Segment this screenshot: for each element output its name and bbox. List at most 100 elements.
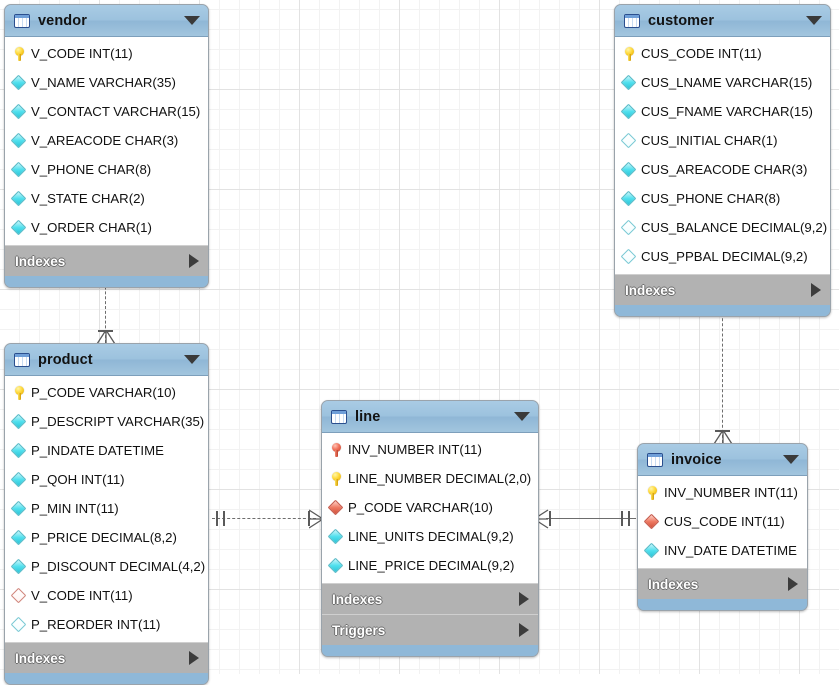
column-row[interactable]: V_STATE CHAR(2) xyxy=(5,184,208,213)
chevron-down-icon[interactable] xyxy=(184,16,200,25)
cardinality-one-tick xyxy=(621,511,623,526)
column-row[interactable]: LINE_NUMBER DECIMAL(2,0) xyxy=(322,464,538,493)
chevron-right-icon[interactable] xyxy=(788,577,798,591)
column-label: CUS_AREACODE CHAR(3) xyxy=(641,161,808,177)
table-header-vendor[interactable]: vendor xyxy=(5,5,208,37)
column-list: CUS_CODE INT(11)CUS_LNAME VARCHAR(15)CUS… xyxy=(615,37,830,274)
column-row[interactable]: CUS_FNAME VARCHAR(15) xyxy=(615,97,830,126)
foreign-key-icon xyxy=(646,514,659,530)
table-name: product xyxy=(38,351,93,368)
chevron-down-icon[interactable] xyxy=(514,412,530,421)
column-notnull-icon xyxy=(13,414,26,430)
chevron-right-icon[interactable] xyxy=(189,254,199,268)
column-row[interactable]: P_PRICE DECIMAL(8,2) xyxy=(5,523,208,552)
column-row[interactable]: CUS_CODE INT(11) xyxy=(615,39,830,68)
column-notnull-icon xyxy=(623,104,636,120)
column-row[interactable]: P_QOH INT(11) xyxy=(5,465,208,494)
column-label: V_NAME VARCHAR(35) xyxy=(31,74,176,90)
column-notnull-icon xyxy=(646,543,659,559)
column-notnull-icon xyxy=(13,501,26,517)
section-bar-indexes[interactable]: Indexes xyxy=(5,245,208,276)
column-notnull-icon xyxy=(13,104,26,120)
column-nullable-icon xyxy=(623,133,636,149)
column-row[interactable]: INV_NUMBER INT(11) xyxy=(638,478,807,507)
column-row[interactable]: LINE_UNITS DECIMAL(9,2) xyxy=(322,522,538,551)
table-header-customer[interactable]: customer xyxy=(615,5,830,37)
column-label: V_PHONE CHAR(8) xyxy=(31,161,152,177)
column-notnull-icon xyxy=(623,162,636,178)
column-row[interactable]: CUS_CODE INT(11) xyxy=(638,507,807,536)
table-footer xyxy=(5,276,208,287)
chevron-down-icon[interactable] xyxy=(783,455,799,464)
table-icon xyxy=(331,409,347,424)
column-label: CUS_CODE INT(11) xyxy=(641,45,762,61)
column-label: CUS_BALANCE DECIMAL(9,2) xyxy=(641,219,828,235)
column-notnull-icon xyxy=(623,75,636,91)
column-row[interactable]: V_ORDER CHAR(1) xyxy=(5,213,208,242)
column-row[interactable]: V_CODE INT(11) xyxy=(5,581,208,610)
table-name: line xyxy=(355,408,381,425)
chevron-right-icon[interactable] xyxy=(811,283,821,297)
column-label: V_STATE CHAR(2) xyxy=(31,190,145,206)
column-row[interactable]: CUS_AREACODE CHAR(3) xyxy=(615,155,830,184)
chevron-right-icon[interactable] xyxy=(189,651,199,665)
chevron-right-icon[interactable] xyxy=(519,592,529,606)
column-row[interactable]: INV_NUMBER INT(11) xyxy=(322,435,538,464)
column-row[interactable]: CUS_LNAME VARCHAR(15) xyxy=(615,68,830,97)
section-label: Indexes xyxy=(332,591,383,607)
chevron-down-icon[interactable] xyxy=(806,16,822,25)
column-row[interactable]: V_NAME VARCHAR(35) xyxy=(5,68,208,97)
column-row[interactable]: CUS_INITIAL CHAR(1) xyxy=(615,126,830,155)
foreign-key-nullable-icon xyxy=(13,588,26,604)
section-bar-indexes[interactable]: Indexes xyxy=(322,583,538,614)
column-row[interactable]: CUS_PHONE CHAR(8) xyxy=(615,184,830,213)
column-row[interactable]: INV_DATE DATETIME xyxy=(638,536,807,565)
column-row[interactable]: CUS_BALANCE DECIMAL(9,2) xyxy=(615,213,830,242)
column-row[interactable]: P_REORDER INT(11) xyxy=(5,610,208,639)
column-label: V_AREACODE CHAR(3) xyxy=(31,132,179,148)
section-bar-indexes[interactable]: Indexes xyxy=(615,274,830,305)
table-icon xyxy=(14,352,30,367)
section-label: Indexes xyxy=(625,282,676,298)
column-row[interactable]: V_CONTACT VARCHAR(15) xyxy=(5,97,208,126)
table-footer xyxy=(5,673,208,684)
table-name: customer xyxy=(648,12,715,29)
column-row[interactable]: CUS_PPBAL DECIMAL(9,2) xyxy=(615,242,830,271)
table-header-invoice[interactable]: invoice xyxy=(638,444,807,476)
chevron-right-icon[interactable] xyxy=(519,623,529,637)
column-row[interactable]: P_MIN INT(11) xyxy=(5,494,208,523)
column-row[interactable]: P_DISCOUNT DECIMAL(4,2) xyxy=(5,552,208,581)
section-bar-triggers[interactable]: Triggers xyxy=(322,614,538,645)
cardinality-one-tick xyxy=(628,511,630,526)
table-name: invoice xyxy=(671,451,722,468)
column-row[interactable]: V_CODE INT(11) xyxy=(5,39,208,68)
table-header-line[interactable]: line xyxy=(322,401,538,433)
section-bar-indexes[interactable]: Indexes xyxy=(5,642,208,673)
primary-key-icon xyxy=(623,46,636,62)
column-row[interactable]: LINE_PRICE DECIMAL(9,2) xyxy=(322,551,538,580)
column-row[interactable]: V_PHONE CHAR(8) xyxy=(5,155,208,184)
column-row[interactable]: V_AREACODE CHAR(3) xyxy=(5,126,208,155)
column-row[interactable]: P_INDATE DATETIME xyxy=(5,436,208,465)
chevron-down-icon[interactable] xyxy=(184,355,200,364)
column-notnull-icon xyxy=(623,191,636,207)
column-row[interactable]: P_DESCRIPT VARCHAR(35) xyxy=(5,407,208,436)
section-bar-indexes[interactable]: Indexes xyxy=(638,568,807,599)
column-notnull-icon xyxy=(13,133,26,149)
column-list: V_CODE INT(11) V_NAME VARCHAR(35) V_CONTAC… xyxy=(5,37,208,245)
section-label: Indexes xyxy=(648,576,699,592)
column-label: P_REORDER INT(11) xyxy=(31,616,161,632)
column-label: V_CONTACT VARCHAR(15) xyxy=(31,103,201,119)
column-notnull-icon xyxy=(13,472,26,488)
column-notnull-icon xyxy=(330,558,343,574)
column-label: P_PRICE DECIMAL(8,2) xyxy=(31,529,177,545)
table-header-product[interactable]: product xyxy=(5,344,208,376)
column-row[interactable]: P_CODE VARCHAR(10) xyxy=(5,378,208,407)
column-notnull-icon xyxy=(13,220,26,236)
column-row[interactable]: P_CODE VARCHAR(10) xyxy=(322,493,538,522)
